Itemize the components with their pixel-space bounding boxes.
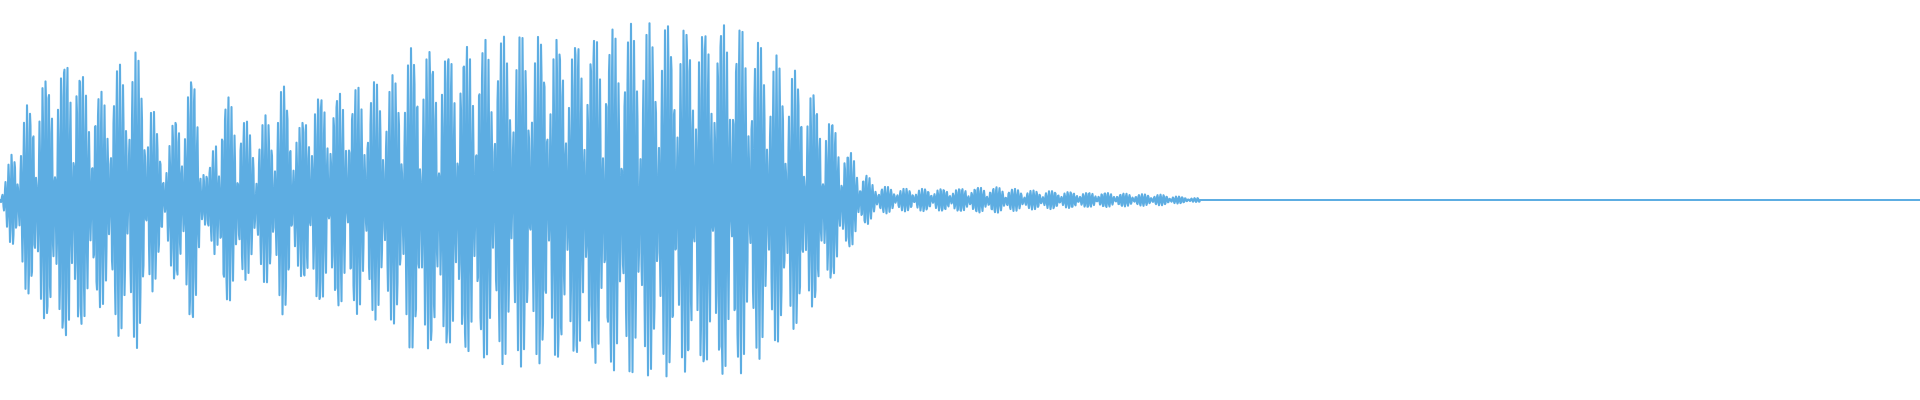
waveform-path bbox=[0, 22, 1920, 378]
